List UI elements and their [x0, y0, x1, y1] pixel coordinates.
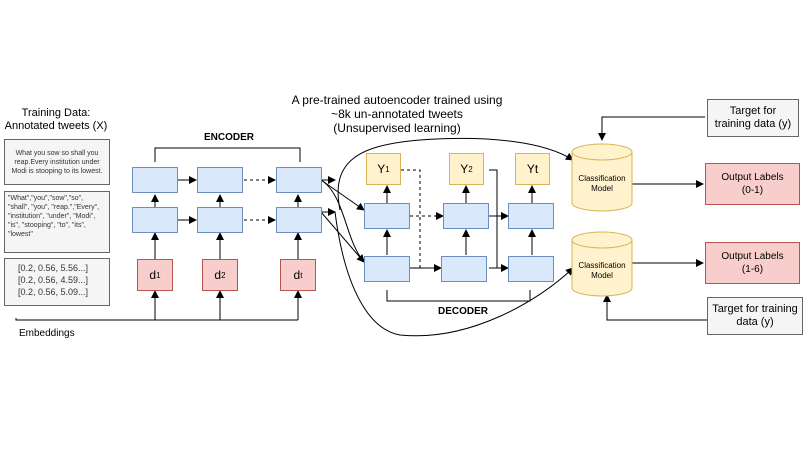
y1-feedback — [401, 169, 441, 269]
target-top-text: Target for training data (y) — [714, 105, 792, 130]
output-labels-bottom-text: Output Labels (1-6) — [721, 251, 784, 275]
output-labels-top-text: Output Labels (0-1) — [721, 172, 784, 196]
output-base: Y — [460, 162, 469, 176]
output-sub: 1 — [385, 164, 390, 174]
classifier-bottom-cylinder — [571, 231, 633, 297]
ae-to-classifier-bottom — [334, 211, 574, 337]
embeddings-row: [0.2, 0.56, 5.09...] — [18, 287, 89, 297]
output-sub: 2 — [468, 164, 473, 174]
decoder-label: DECODER — [438, 306, 489, 317]
embeddings-box: [0.2, 0.56, 5.56...] [0.2, 0.56, 4.59...… — [4, 258, 110, 306]
input-base: d — [293, 268, 301, 282]
encoder-label: ENCODER — [204, 132, 255, 143]
target-top: Target for training data (y) — [707, 99, 799, 137]
output-labels-bottom: Output Labels (1-6) — [705, 242, 800, 284]
decoder-cell — [508, 203, 554, 229]
encoder-cell — [132, 167, 178, 193]
decoder-cell — [364, 203, 410, 229]
output-yt: Yt — [515, 153, 550, 185]
output-base: Yt — [526, 162, 539, 176]
y2-feedback — [489, 169, 508, 269]
input-sub: 1 — [156, 270, 161, 280]
tokens-text: "What","you","sow","so", "shall", "you",… — [8, 195, 100, 238]
target-bottom-text: Target for training data (y) — [712, 303, 798, 328]
encoder-bracket — [154, 147, 301, 162]
input-base: d — [149, 268, 157, 282]
input-sub: 2 — [221, 270, 226, 280]
enc-to-dec2 — [320, 211, 365, 263]
decoder-cell — [441, 256, 487, 282]
decoder-bracket — [386, 290, 531, 302]
enc-to-dec1 — [320, 179, 365, 211]
decoder-cell — [508, 256, 554, 282]
target-bottom: Target for training data (y) — [707, 297, 803, 335]
output-base: Y — [377, 162, 386, 176]
classifier-bottom-label: Classification Model — [578, 261, 626, 280]
tweet-text: What you sow so shall you reap.Every ins… — [11, 149, 103, 175]
tokens-box: "What","you","sow","so", "shall", "you",… — [4, 191, 110, 253]
embeddings-row: [0.2, 0.56, 4.59...] — [18, 275, 89, 285]
decoder-cell — [443, 203, 489, 229]
encoder-cell — [276, 167, 322, 193]
input-sub: t — [300, 270, 303, 280]
decoder-cell — [364, 256, 410, 282]
target-bottom-link — [603, 294, 707, 321]
encoder-cell — [197, 207, 243, 233]
input-base: d — [214, 268, 222, 282]
autoencoder-note: A pre-trained autoencoder trained using … — [291, 93, 503, 135]
classifier-top-label: Classification Model — [578, 174, 626, 193]
embeddings-row: [0.2, 0.56, 5.56...] — [18, 263, 89, 273]
classifier-top-cylinder — [571, 143, 633, 212]
ae-to-classifier-top — [337, 137, 574, 211]
embeddings-line — [15, 318, 298, 321]
output-labels-top: Output Labels (0-1) — [705, 163, 800, 205]
encoder-cell — [132, 207, 178, 233]
encoder-cell — [276, 207, 322, 233]
embeddings-label: Embeddings — [19, 328, 75, 339]
enc-to-dec3 — [320, 179, 365, 263]
target-top-link — [598, 116, 705, 141]
tweet-text-box: What you sow so shall you reap.Every ins… — [4, 139, 110, 185]
training-data-label: Training Data: Annotated tweets (X) — [4, 107, 108, 132]
encoder-cell — [197, 167, 243, 193]
